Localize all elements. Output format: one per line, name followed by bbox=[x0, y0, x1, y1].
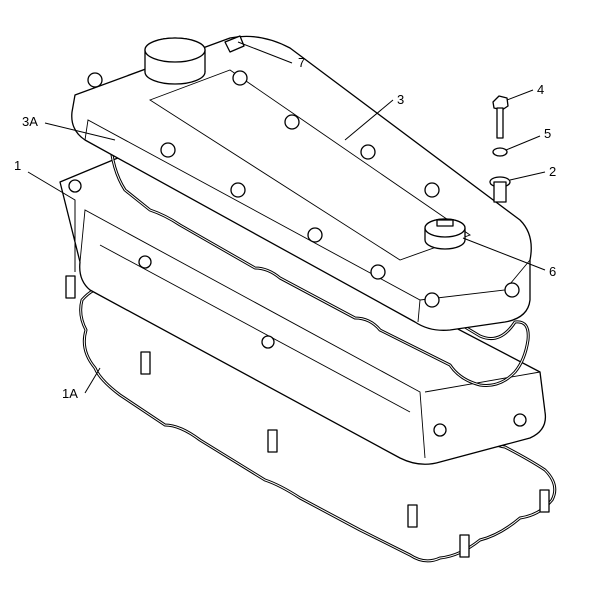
callout-2: 2 bbox=[549, 164, 557, 179]
washer-5 bbox=[492, 147, 508, 157]
callout-6: 6 bbox=[549, 264, 557, 279]
studs bbox=[65, 275, 550, 558]
leader-lines bbox=[27, 41, 546, 394]
callout-3a: 3A bbox=[22, 114, 38, 129]
callout-3: 3 bbox=[397, 92, 405, 107]
callout-5: 5 bbox=[544, 126, 552, 141]
oil-filler-cap-6 bbox=[424, 218, 466, 250]
spacer-2 bbox=[489, 176, 511, 203]
breather-cap-7 bbox=[144, 35, 245, 85]
callout-1: 1 bbox=[14, 158, 22, 173]
bolts bbox=[87, 70, 520, 308]
callout-4: 4 bbox=[537, 82, 545, 97]
callout-1a: 1A bbox=[62, 386, 78, 401]
valve-cover-3 bbox=[71, 35, 532, 331]
valve-cover-base-1 bbox=[59, 154, 547, 465]
bolt-4 bbox=[492, 95, 509, 139]
callout-7: 7 bbox=[298, 55, 306, 70]
